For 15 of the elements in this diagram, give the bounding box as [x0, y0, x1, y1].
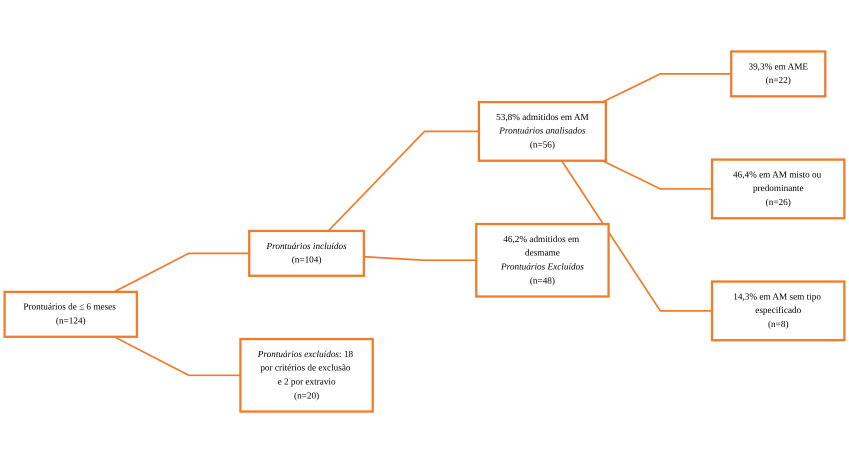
node-box: Prontuários incluídos (n=104) — [248, 230, 366, 277]
node-box: 14,3% em AM sem tipo especificado (n=8) — [710, 280, 846, 342]
node-box: 53,8% admitidos em AM Prontuários analisados (n=56) — [478, 100, 608, 162]
node-box: 46,4% em AM misto ou predominante (n=26) — [710, 158, 846, 220]
connector — [328, 130, 479, 232]
connector — [560, 160, 712, 312]
node-box: Prontuários de ≤ 6 meses (n=124) — [3, 290, 138, 338]
connector — [602, 73, 732, 103]
node-box: 39,3% em AME (n=22) — [730, 50, 826, 98]
node-box: 46,2% admitidos em desmame Prontuários Excluídos (n=48) — [475, 222, 610, 298]
connector — [364, 256, 476, 262]
connector — [602, 160, 712, 190]
connector — [114, 252, 250, 293]
connector — [114, 336, 240, 376]
node-box: Prontuários excluídos: 18 por critérios de exclusão e 2 por extravio (n=20) — [239, 338, 374, 413]
